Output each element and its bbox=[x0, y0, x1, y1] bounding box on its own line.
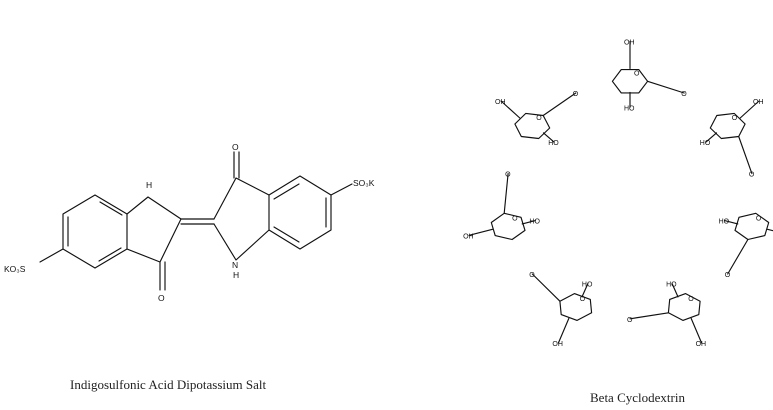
so3k-left-label: KO₃S bbox=[4, 264, 26, 274]
cd-ring-o-label: O bbox=[512, 215, 518, 222]
cd-oh-label: OH bbox=[624, 39, 635, 46]
cd-ho-label: HO bbox=[666, 282, 677, 289]
beta-cyclodextrin-structure: OHHOOOOHHOOOOHHOOOOHHOOOOHHOOOOHHOOOOHHO… bbox=[463, 39, 773, 348]
cd-ring-o-label: O bbox=[688, 296, 694, 303]
cd-oh-label: OH bbox=[753, 99, 764, 106]
cd-ho-label: HO bbox=[529, 219, 540, 226]
so3k-right-label: SO₃K bbox=[353, 178, 375, 188]
cd-linker-o-label: O bbox=[505, 172, 511, 179]
cd-ho-label: HO bbox=[582, 282, 593, 289]
cd-linker-o-label: O bbox=[529, 272, 535, 279]
cd-linker-o-label: O bbox=[627, 317, 633, 324]
cd-ho-label: HO bbox=[548, 140, 559, 147]
cd-linker-o-label: O bbox=[573, 91, 579, 98]
cd-oh-label: OH bbox=[696, 341, 707, 348]
cd-ho-label: HO bbox=[719, 219, 730, 226]
cd-linker-o-label: O bbox=[725, 272, 731, 279]
cd-ring-o-label: O bbox=[536, 115, 542, 122]
cd-oh-label: OH bbox=[552, 341, 563, 348]
cd-ring-o-label: O bbox=[732, 115, 738, 122]
nh-bottom-n-label: N bbox=[232, 260, 238, 270]
cd-ring-o-label: O bbox=[634, 70, 640, 77]
cd-ho-label: HO bbox=[624, 105, 635, 112]
cd-oh-label: OH bbox=[495, 99, 506, 106]
o-top-label: O bbox=[232, 142, 239, 152]
beta-cyclodextrin-caption: Beta Cyclodextrin bbox=[590, 390, 685, 405]
cd-linker-o-label: O bbox=[749, 172, 755, 179]
indigosulfonic-acid-structure: SO₃K KO₃S H O N H O bbox=[4, 142, 375, 303]
cd-ring-o-label: O bbox=[580, 296, 586, 303]
cd-linker-o-label: O bbox=[681, 91, 687, 98]
o-bottom-label: O bbox=[158, 293, 165, 303]
nh-top-h-label: H bbox=[146, 180, 152, 190]
cd-ring-o-label: O bbox=[756, 215, 762, 222]
indigosulfonic-caption: Indigosulfonic Acid Dipotassium Salt bbox=[70, 377, 267, 392]
cd-ho-label: HO bbox=[700, 140, 711, 147]
nh-bottom-h-label: H bbox=[233, 270, 239, 280]
cd-oh-label: OH bbox=[463, 233, 474, 240]
